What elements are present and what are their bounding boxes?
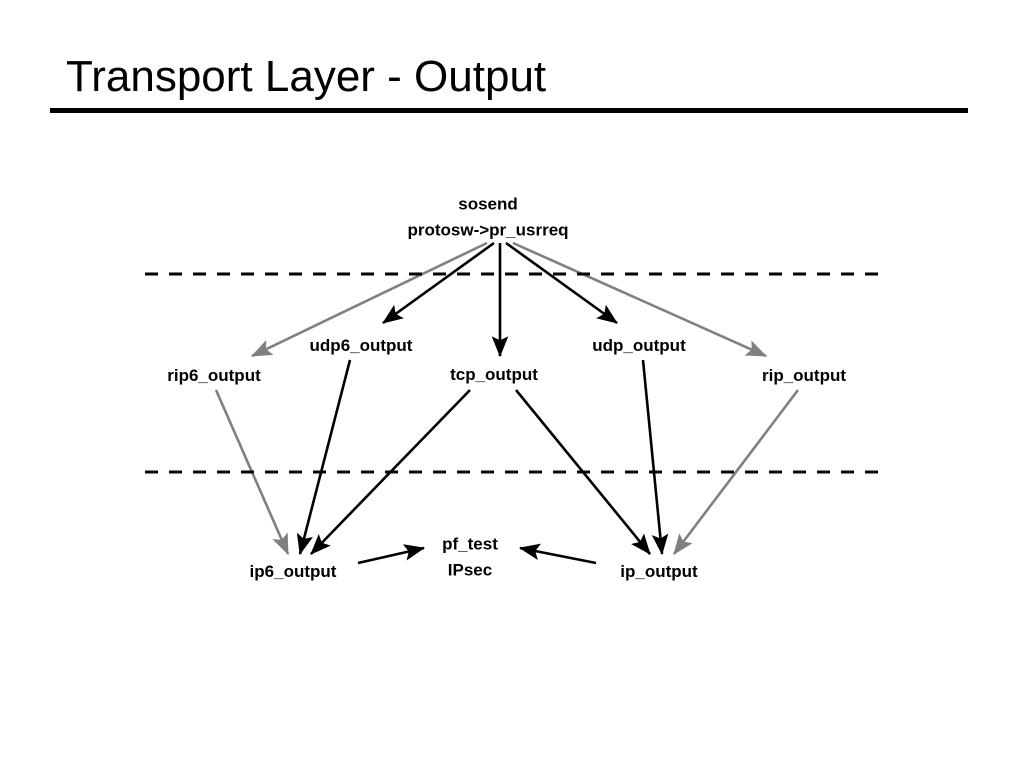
node-label-line: udp_output: [592, 335, 686, 355]
edge-udp6_output-to-ip6_output: [296, 359, 352, 556]
edge-sosend-to-rip_output: [512, 241, 767, 358]
node-udp_output: udp_output: [592, 333, 685, 359]
node-label-line: protosw->pr_usrreq: [407, 221, 569, 240]
node-tcp_output: tcp_output: [450, 362, 538, 388]
title-underline-rule: [50, 108, 968, 113]
node-label-line: rip_output: [761, 365, 847, 385]
edge-ip6_output-to-pf_test: [357, 544, 426, 565]
edge-rip_output-to-ip_output: [672, 389, 800, 555]
page-title: Transport Layer - Output: [66, 52, 547, 101]
edge-sosend-to-udp6_output: [382, 241, 495, 325]
edge-ip_output-to-pf_test: [518, 543, 597, 565]
node-label-line: ip_output: [620, 561, 698, 581]
edge-layer: [214, 241, 800, 565]
node-label-line: pf_test: [442, 534, 498, 554]
node-ip_output: ip_output: [620, 559, 697, 585]
node-ip6_output: ip6_output: [250, 559, 337, 585]
edge-sosend-to-udp_output: [505, 241, 618, 325]
separator-layer: [145, 272, 885, 474]
node-rip_output: rip_output: [762, 363, 846, 389]
node-label-line: sosend: [458, 194, 518, 214]
node-label-line: ip6_output: [249, 561, 337, 581]
node-label-line: IPsec: [447, 561, 493, 580]
edge-udp_output-to-ip_output: [641, 359, 669, 556]
edge-sosend-to-rip6_output: [251, 241, 488, 358]
node-udp6_output: udp6_output: [310, 333, 413, 359]
node-label-line: udp6_output: [309, 335, 413, 355]
node-rip6_output: rip6_output: [167, 363, 261, 389]
node-sosend: sosend protosw->pr_usrreq: [407, 192, 568, 245]
node-label-line: tcp_output: [450, 364, 538, 384]
node-label-line: rip6_output: [167, 365, 261, 385]
